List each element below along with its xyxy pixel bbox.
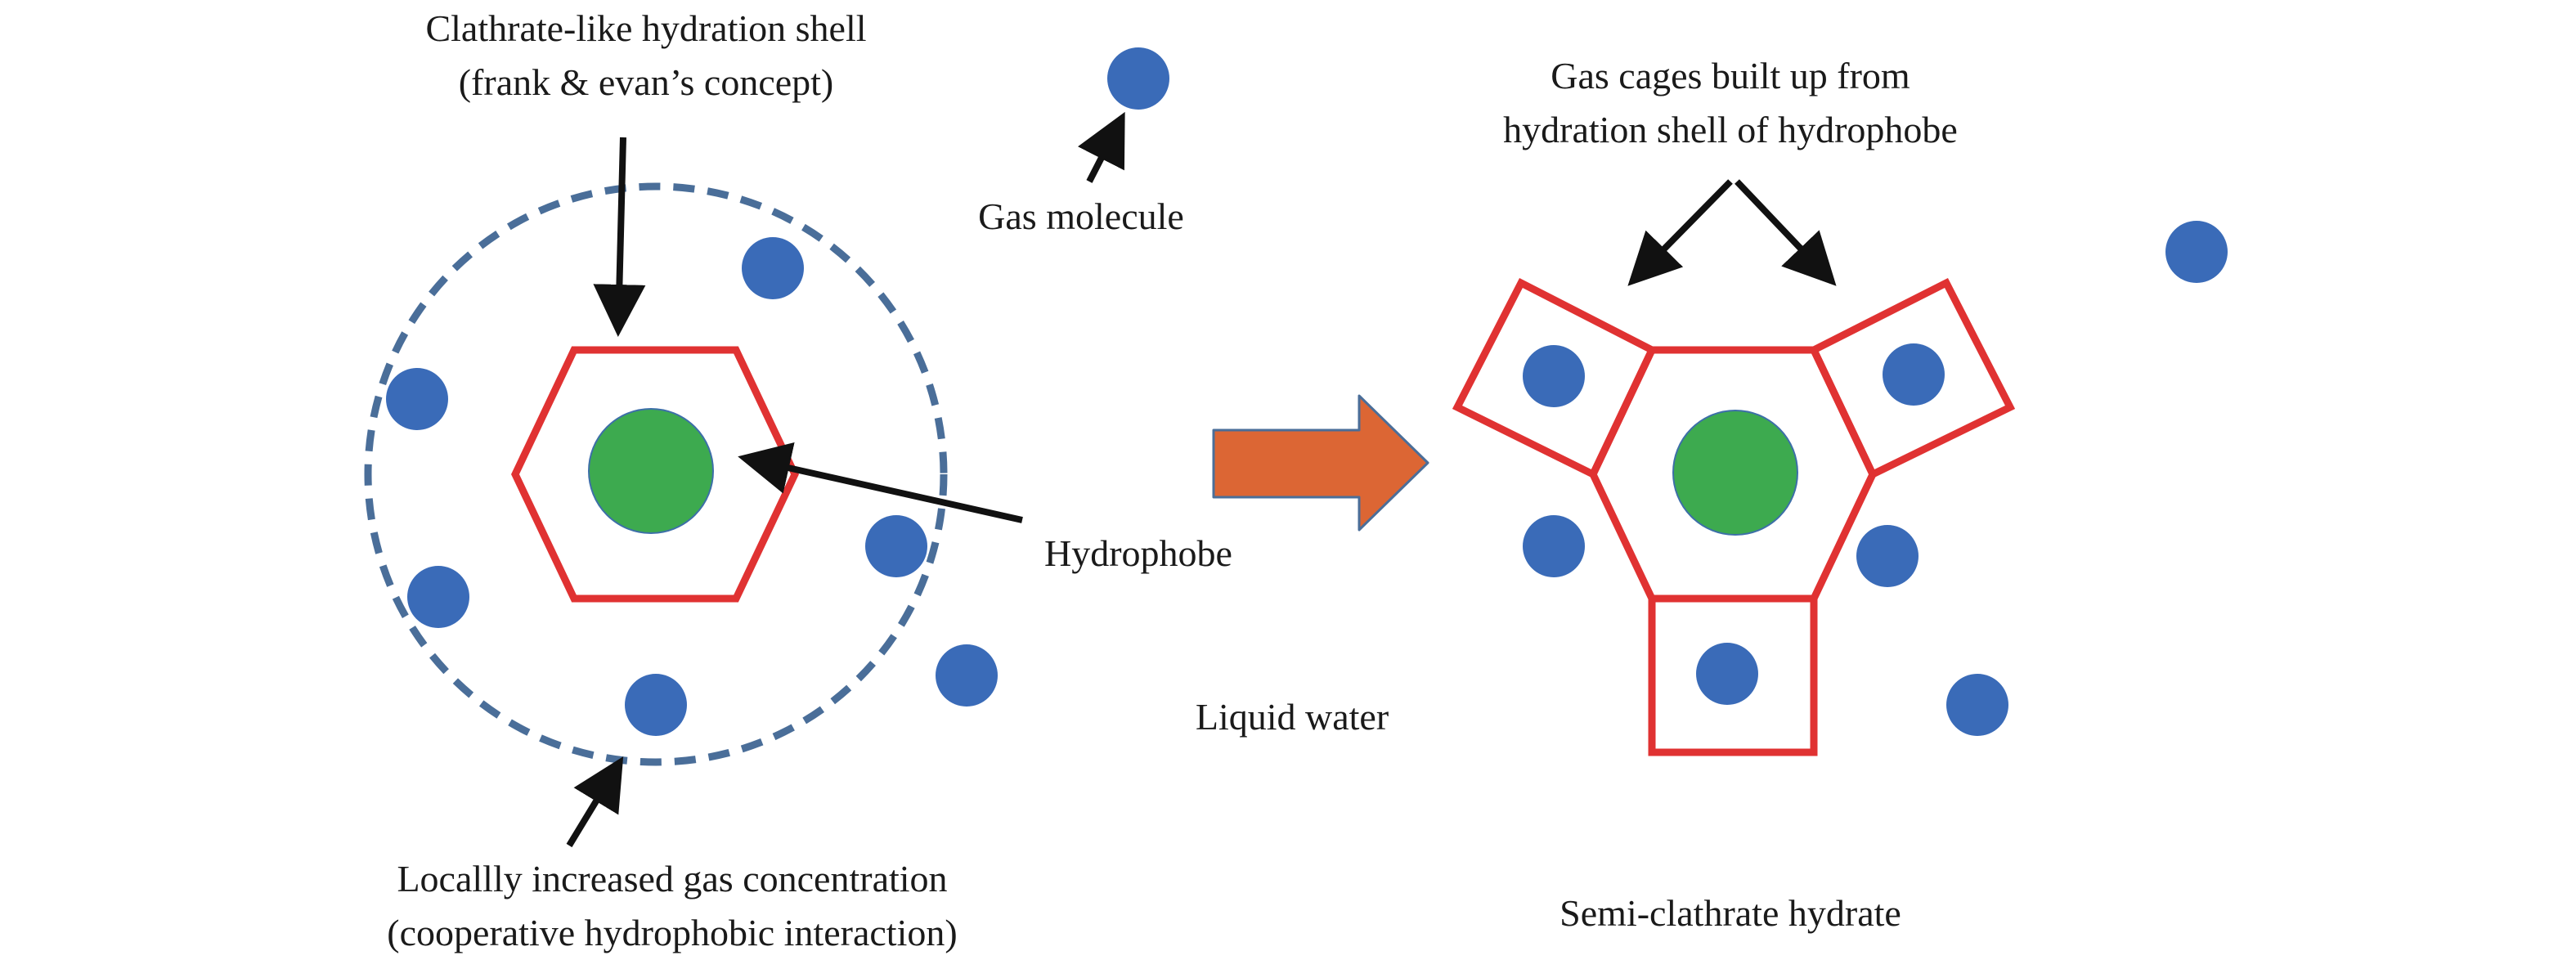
gas-molecule (742, 237, 804, 299)
gas-cages-label-line2: hydration shell of hydrophobe (1503, 109, 1958, 150)
dashed-hydration-region (364, 182, 948, 766)
hydrophobe-molecule (588, 408, 714, 534)
gas-molecules-left (386, 47, 1169, 736)
gas-molecule-arrow (1077, 111, 1125, 183)
clathrate-shell-arrow (593, 137, 646, 337)
semi-clathrate-hydrate-label: Semi-clathrate hydrate (1560, 892, 1901, 934)
semi-clathrate-cages (1452, 277, 2016, 756)
clathrate-shell-label-line2: (frank & evan’s concept) (459, 61, 834, 103)
bottom-square-cage (1648, 594, 1818, 756)
pointer-arrows-left (566, 111, 1125, 848)
gas-molecule (1696, 643, 1758, 705)
local-concentration-label-line1: Locallly increased gas concentration (397, 858, 947, 899)
left-panel: Clathrate-like hydration shell (frank & … (364, 7, 1389, 953)
gas-molecule (1946, 674, 2008, 736)
gas-molecule (386, 368, 448, 430)
gas-molecule-label: Gas molecule (978, 195, 1184, 237)
cage-arrow-right (1735, 179, 1837, 286)
cage-arrow-left (1627, 179, 1733, 286)
hydrophobe-molecule (1672, 410, 1798, 536)
hydrophobe-arrow (738, 442, 1023, 523)
left-square-cage (1452, 277, 1657, 480)
hydration-shell-hexagon (511, 346, 799, 603)
gas-molecule (1883, 343, 1945, 406)
gas-molecule (1523, 515, 1585, 577)
clathrate-shell-label-line1: Clathrate-like hydration shell (425, 7, 866, 49)
gas-cages-label-line1: Gas cages built up from (1551, 55, 1910, 96)
right-square-cage (1809, 277, 2016, 480)
hydrophobe-label: Hydrophobe (1044, 532, 1232, 574)
liquid-water-label: Liquid water (1196, 696, 1389, 738)
local-concentration-arrow (566, 756, 624, 848)
pointer-arrows-right (1627, 179, 1837, 286)
gas-molecule (865, 515, 927, 577)
gas-molecule (625, 674, 687, 736)
gas-molecule (2165, 221, 2228, 283)
gas-molecule (936, 644, 998, 707)
right-panel: Gas cages built up from hydration shell … (1452, 55, 2228, 934)
gas-molecule (1856, 525, 1919, 587)
gas-molecule (407, 566, 469, 628)
process-arrow (1212, 394, 1429, 532)
gas-molecule (1107, 47, 1169, 110)
gas-molecule (1523, 345, 1585, 407)
gas-molecules-right (1523, 221, 2228, 736)
local-concentration-label-line2: (cooperative hydrophobic interaction) (387, 912, 957, 953)
